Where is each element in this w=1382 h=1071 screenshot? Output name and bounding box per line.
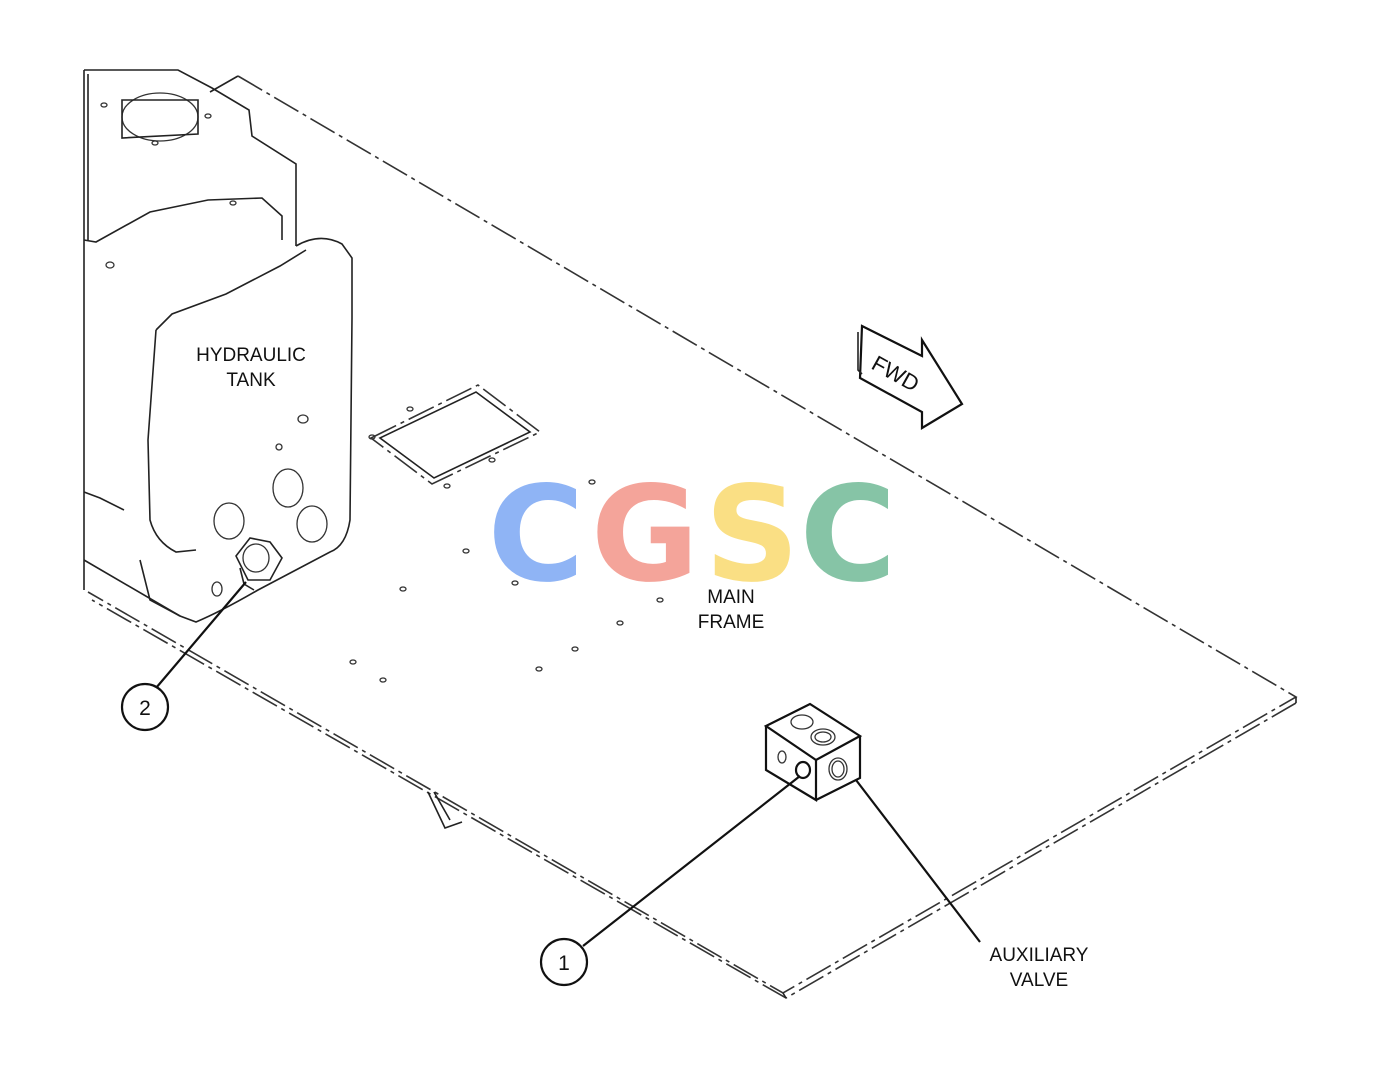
hydraulic-tank-label-line2: TANK (226, 370, 276, 391)
fwd-label: FWD (868, 351, 924, 397)
main-frame-label-line1: MAIN (707, 587, 755, 608)
auxiliary-valve-label-line2: VALVE (1010, 970, 1068, 991)
forward-direction-arrow: FWD (857, 324, 964, 430)
watermark-letter: G (591, 458, 699, 612)
tank-mount-bracket (83, 69, 297, 617)
main-frame-label-line2: FRAME (698, 612, 765, 633)
watermark-letter: C (800, 458, 897, 612)
callout-2: 2 (120, 682, 170, 732)
callout-1: 1 (539, 937, 589, 987)
auxiliary-valve-label-line1: AUXILIARY (990, 945, 1089, 966)
callout-2-number: 2 (139, 697, 151, 720)
leader-lines (155, 581, 981, 947)
hydraulic-tank-label-line1: HYDRAULIC (196, 345, 306, 366)
auxiliary-valve: AUXILIARY VALVE (763, 702, 1089, 991)
watermark-letter: C (488, 458, 585, 612)
main-frame-plate (87, 75, 1298, 999)
callout-1-number: 1 (558, 952, 570, 975)
watermark-letter: S (704, 458, 799, 612)
hydraulic-tank: HYDRAULIC TANK (139, 237, 353, 623)
frame-holes (349, 406, 664, 683)
